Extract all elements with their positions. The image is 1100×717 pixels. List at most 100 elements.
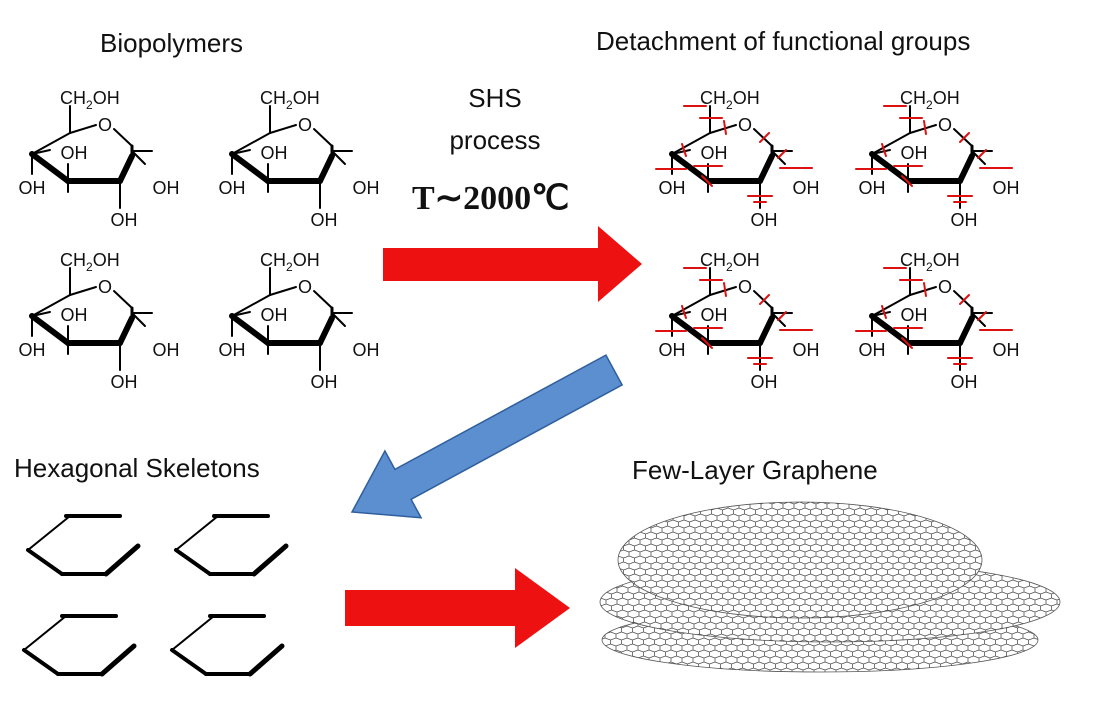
bond xyxy=(671,149,691,155)
ch2oh-label: CH2OH xyxy=(700,88,760,112)
ch2oh-ch: CH xyxy=(700,88,726,108)
layer-outline xyxy=(617,501,983,619)
hydroxyl-label: OH xyxy=(659,340,686,360)
bond xyxy=(317,153,335,184)
cut-mark xyxy=(959,132,970,143)
ch2oh-label: CH2OH xyxy=(260,88,320,112)
hydroxyl-label: OH xyxy=(153,178,180,198)
cut-mark xyxy=(759,294,770,305)
bond xyxy=(871,132,911,155)
shs-label: SHS xyxy=(468,83,522,113)
biopolymers-title: Biopolymers xyxy=(100,28,244,58)
bond xyxy=(231,132,271,155)
ch2oh-oh: OH xyxy=(933,250,960,270)
hexagonal-skeleton xyxy=(26,514,141,577)
bond xyxy=(317,315,335,346)
bond xyxy=(99,643,137,677)
bond xyxy=(757,153,775,184)
ch2oh-oh: OH xyxy=(293,250,320,270)
process-arrows xyxy=(345,226,642,648)
hydroxyl-label: OH xyxy=(261,143,288,163)
bond xyxy=(31,132,71,155)
ch2oh-sub: 2 xyxy=(86,260,93,274)
bond xyxy=(313,290,333,309)
bond xyxy=(229,313,271,346)
process-label: process xyxy=(449,125,541,155)
cut-mark xyxy=(701,175,713,187)
hydroxyl-label: OH xyxy=(751,210,778,230)
cut-mark xyxy=(723,282,727,297)
hydroxyl-label: OH xyxy=(61,305,88,325)
ring-oxygen-label: O xyxy=(738,277,752,297)
bond xyxy=(753,290,773,309)
bond xyxy=(957,315,975,346)
cut-mark xyxy=(759,132,770,143)
bond xyxy=(909,286,937,296)
ch2oh-sub: 2 xyxy=(726,98,733,112)
cut-mark xyxy=(923,282,927,297)
cut-mark xyxy=(901,175,913,187)
graphene-title: Few-Layer Graphene xyxy=(632,455,878,485)
hexagonal-skeletons xyxy=(22,514,289,677)
bond xyxy=(113,128,133,147)
hexagonal-skeleton xyxy=(174,514,289,577)
ch2oh-label: CH2OH xyxy=(60,88,120,112)
bond xyxy=(29,313,71,346)
bond xyxy=(269,286,297,296)
bond xyxy=(117,315,135,346)
bond xyxy=(871,311,891,317)
hydroxyl-label: OH xyxy=(793,178,820,198)
blue-arrow xyxy=(350,354,624,519)
bond xyxy=(31,149,51,155)
ch2oh-label: CH2OH xyxy=(60,250,120,274)
cut-mark xyxy=(701,337,713,349)
hydroxyl-label: OH xyxy=(19,340,46,360)
bond xyxy=(170,648,208,676)
ch2oh-oh: OH xyxy=(93,250,120,270)
cut-mark xyxy=(959,294,970,305)
hydroxyl-label: OH xyxy=(153,340,180,360)
hydroxyl-label: OH xyxy=(111,372,138,392)
bond xyxy=(113,290,133,309)
ch2oh-ch: CH xyxy=(900,88,926,108)
bond xyxy=(753,128,773,147)
bond xyxy=(909,124,937,134)
bond xyxy=(31,294,71,317)
ring-oxygen-label: O xyxy=(938,115,952,135)
bond xyxy=(29,151,71,184)
bond xyxy=(313,128,333,147)
bond xyxy=(231,294,271,317)
bond xyxy=(871,294,911,317)
bond xyxy=(247,643,285,677)
cut-mark xyxy=(777,149,787,159)
ch2oh-oh: OH xyxy=(933,88,960,108)
ch2oh-oh: OH xyxy=(293,88,320,108)
ch2oh-sub: 2 xyxy=(286,260,293,274)
ring-oxygen-label: O xyxy=(298,115,312,135)
graphene-layers xyxy=(599,501,1061,673)
ch2oh-ch: CH xyxy=(260,88,286,108)
hydroxyl-label: OH xyxy=(951,372,978,392)
hydroxyl-label: OH xyxy=(353,178,380,198)
hydroxyl-label: OH xyxy=(901,143,928,163)
bond xyxy=(175,515,219,551)
ch2oh-oh: OH xyxy=(93,88,120,108)
ch2oh-ch: CH xyxy=(900,250,926,270)
hydroxyl-label: OH xyxy=(793,340,820,360)
hydroxyl-label: OH xyxy=(659,178,686,198)
bond xyxy=(671,311,691,317)
bond xyxy=(709,124,737,134)
hexagonal-title: Hexagonal Skeletons xyxy=(14,453,260,483)
ch2oh-sub: 2 xyxy=(726,260,733,274)
cut-mark xyxy=(681,305,687,319)
ring-oxygen-label: O xyxy=(738,115,752,135)
bond xyxy=(671,294,711,317)
bond xyxy=(757,315,775,346)
hexagonal-skeleton xyxy=(22,614,137,677)
bond xyxy=(174,548,212,576)
ch2oh-label: CH2OH xyxy=(900,88,960,112)
